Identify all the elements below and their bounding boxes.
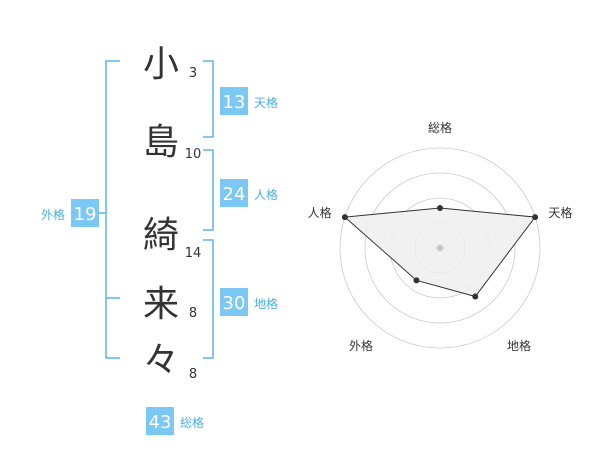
tenkaku-badge [220, 87, 248, 115]
stroke-count-2: 10 [185, 147, 202, 162]
jinkaku-bracket [203, 149, 214, 231]
radar-axis-label: 天格 [548, 205, 572, 220]
radar-polygon [343, 207, 537, 298]
stroke-count-4: 8 [189, 306, 197, 321]
radar-center [436, 244, 444, 252]
name-char-1: 小 [143, 44, 179, 85]
radar-ring [364, 172, 516, 324]
stroke-count-5: 8 [189, 367, 197, 382]
radar-axis-label: 人格 [308, 205, 332, 220]
gaikaku-bracket [105, 60, 120, 359]
jinkaku-value: 24 [223, 184, 246, 205]
radar-axis-label: 外格 [349, 338, 373, 353]
radar-point [341, 214, 348, 221]
soukaku-label: 総格 [180, 415, 204, 430]
radar-axis-label: 総格 [428, 120, 452, 135]
chikaku-value: 30 [223, 293, 246, 314]
radar-axis-label: 地格 [507, 338, 531, 353]
radar-point [532, 214, 539, 221]
name-char-5: 々 [143, 340, 179, 381]
soukaku-badge [146, 407, 174, 435]
soukaku-value: 43 [149, 412, 172, 433]
chikaku-label: 地格 [254, 296, 278, 311]
jinkaku-label: 人格 [254, 187, 278, 202]
tenkaku-value: 13 [223, 92, 246, 113]
name-char-3: 綺 [143, 215, 179, 256]
jinkaku-badge [220, 179, 248, 207]
stroke-count-1: 3 [189, 66, 197, 81]
radar-ring [339, 147, 541, 349]
gaikaku-label: 外格 [41, 207, 65, 222]
stroke-count-3: 14 [185, 246, 202, 261]
tenkaku-bracket [203, 60, 214, 138]
gaikaku-value: 19 [74, 204, 97, 225]
radar-point [437, 205, 443, 211]
radar-point [413, 277, 420, 284]
gaikaku-badge [71, 199, 99, 227]
name-char-4: 来 [143, 284, 179, 325]
chikaku-bracket [203, 239, 214, 359]
radar-point [472, 293, 479, 300]
tenkaku-label: 天格 [254, 95, 278, 110]
name-char-2: 島 [143, 122, 179, 163]
chikaku-badge [220, 288, 248, 316]
